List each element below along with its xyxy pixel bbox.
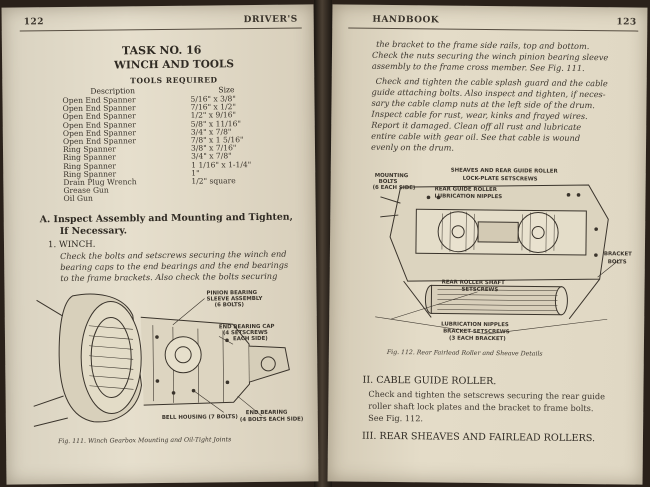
label-rear-guide: REAR GUIDE ROLLER — [435, 186, 498, 193]
label-bell-housing: BELL HOUSING (7 BOLTS) — [162, 414, 238, 421]
left-running-head: DRIVER'S — [243, 14, 298, 26]
cable-text-line: evenly on the drum. — [370, 141, 455, 153]
label-six-bolts: (6 BOLTS) — [215, 302, 244, 308]
label-lube-nipples: LUBRICATION NIPPLES — [434, 193, 502, 200]
label-three-each: (3 EACH BRACKET) — [449, 336, 506, 343]
tool-size: 1/2" square — [191, 176, 236, 186]
winch-gearbox-figure: PINION BEARING SLEEVE ASSEMBLY (6 BOLTS)… — [33, 290, 304, 427]
label-end-bearing-cap: END BEARING CAP — [219, 324, 275, 331]
label-each-side: EACH SIDE) — [233, 336, 268, 342]
roller-text-line: See Fig. 112. — [368, 412, 424, 424]
section-a-heading: A. Inspect Assembly and Mounting and Tig… — [39, 211, 293, 226]
header-rule — [19, 27, 302, 32]
label-lock-plate: LOCK-PLATE SETSCREWS — [463, 176, 538, 183]
winch-text-line: to the frame brackets. Also check the bo… — [60, 270, 278, 284]
col-size: Size — [218, 85, 235, 95]
tool-size: 1 1/16" x 1-1/4" — [191, 159, 252, 170]
col-description: Description — [90, 86, 136, 96]
label-mounting: MOUNTING — [375, 173, 409, 179]
label-end-bearing: END BEARING — [246, 410, 288, 416]
label-bolts: BOLTS — [379, 179, 398, 185]
label-sleeve-assembly: SLEEVE ASSEMBLY — [207, 296, 263, 303]
label-pinion-bearing: PINION BEARING — [206, 290, 257, 297]
top-text-line: assembly to the frame cross member. See … — [371, 60, 585, 74]
label-four-bolts: (4 BOLTS EACH SIDE) — [240, 417, 304, 424]
right-running-head: HANDBOOK — [372, 14, 440, 26]
figure-111-caption: Fig. 111. Winch Gearbox Mounting and Oil… — [58, 436, 232, 446]
label-sheaves: SHEAVES AND REAR GUIDE ROLLER — [451, 168, 559, 175]
label-rear-roller-shaft: REAR ROLLER SHAFT — [442, 280, 506, 287]
label-bracket-setscrews: BRACKET SETSCREWS — [443, 329, 510, 336]
figure-112-caption: Fig. 112. Rear Fairlead Roller and Sheav… — [386, 348, 543, 358]
label-bracket-bolts: BOLTS — [608, 259, 627, 265]
winch-subheading: 1. WINCH. — [47, 239, 96, 251]
left-page-number: 122 — [23, 17, 45, 28]
label-four-setscrews: (4 SETSCREWS — [223, 330, 268, 336]
label-lube-nipples-2: LUBRICATION NIPPLES — [441, 322, 509, 329]
label-six-each-side: (6 EACH SIDE) — [373, 185, 416, 191]
book-gutter — [314, 0, 332, 487]
label-bracket: BRACKET — [604, 251, 632, 257]
section-3-heading: III. REAR SHEAVES AND FAIRLEAD ROLLERS. — [361, 430, 596, 445]
task-subtitle: WINCH AND TOOLS — [114, 58, 234, 72]
section-a-heading-cont: If Necessary. — [59, 225, 128, 238]
right-page: HANDBOOK 123 the bracket to the frame si… — [327, 4, 648, 485]
header-rule — [348, 27, 639, 32]
label-setscrews: SETSCREWS — [461, 287, 498, 293]
section-2-heading: II. CABLE GUIDE ROLLER. — [362, 374, 497, 388]
right-page-number: 123 — [616, 17, 637, 28]
left-page: 122 DRIVER'S TASK NO. 16 WINCH AND TOOLS… — [1, 4, 319, 485]
tool-row: Oil Gun — [63, 193, 303, 204]
fairlead-roller-figure: MOUNTING BOLTS (6 EACH SIDE) SHEAVES AND… — [373, 168, 633, 343]
tool-description: Oil Gun — [63, 194, 93, 204]
tools-heading: TOOLS REQUIRED — [130, 75, 218, 86]
task-title: TASK NO. 16 — [121, 43, 202, 58]
